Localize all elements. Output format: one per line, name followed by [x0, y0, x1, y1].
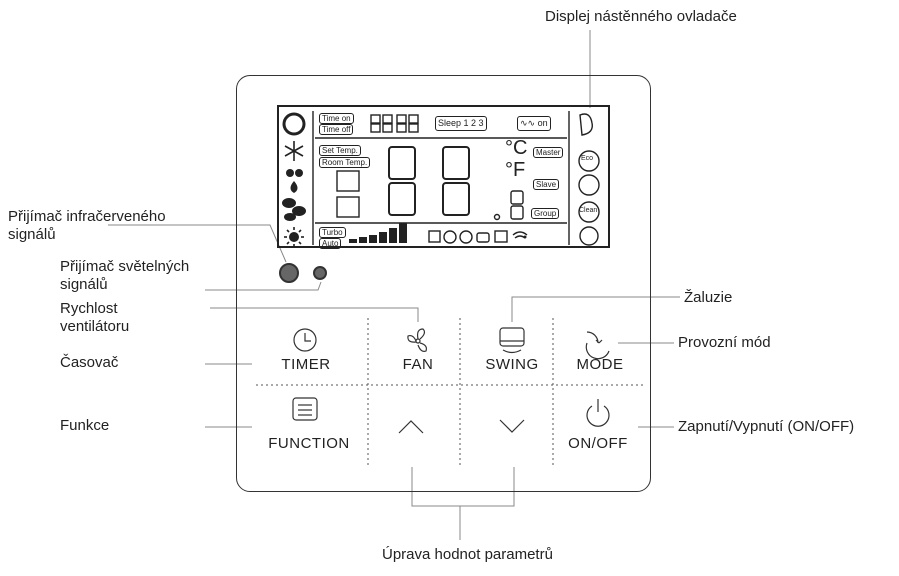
mode-cycle-icon — [585, 331, 610, 360]
lcd-clean: Clean — [579, 207, 598, 214]
lcd-wave-on: ∿∿ on — [517, 116, 551, 131]
lcd-turbo: Turbo — [319, 227, 346, 238]
label-adjust: Úprava hodnot parametrů — [382, 546, 553, 563]
lcd-sleep: Sleep 1 2 3 — [435, 116, 487, 131]
down-button[interactable] — [490, 410, 534, 444]
lcd-graphics — [282, 111, 600, 247]
lcd-slave: Slave — [533, 179, 560, 190]
label-fan-speed: Rychlost ventilátoru — [60, 300, 130, 335]
lcd-eco: Eco — [581, 155, 594, 162]
function-button[interactable]: FUNCTION — [268, 435, 350, 452]
leader-adjust-bracket — [411, 467, 515, 507]
lcd-time-off: Time off — [319, 124, 354, 135]
label-on-off: Zapnutí/Vypnutí (ON/OFF) — [678, 418, 855, 435]
label-ir-receiver: Přijímač infračerveného signálů — [8, 208, 166, 243]
label-function: Funkce — [60, 417, 110, 434]
lcd-fahrenheit: °F — [505, 159, 526, 181]
label-timer: Časovač — [60, 354, 119, 371]
lcd-sleep-label: Sleep — [438, 118, 462, 128]
lcd-time-on: Time on — [319, 113, 354, 124]
louvre-icon — [499, 327, 525, 354]
wall-controller-panel — [236, 75, 651, 492]
leader-swing — [511, 296, 680, 322]
leader-ir — [108, 224, 287, 263]
lcd-set-temp: Set Temp. — [319, 145, 361, 156]
label-swing: Žaluzie — [684, 289, 733, 306]
leader-fan — [210, 307, 419, 322]
menu-icon — [292, 397, 318, 421]
lcd-display: Time on Time off Sleep 1 2 3 ∿∿ on Set T… — [277, 105, 610, 249]
lcd-group: Group — [531, 208, 560, 219]
lcd-celsius: °C — [505, 137, 528, 159]
lcd-sleep-levels: 1 2 3 — [463, 118, 484, 128]
light-receiver-sensor — [313, 266, 327, 280]
label-mode: Provozní mód — [678, 334, 771, 351]
lcd-master: Master — [533, 147, 564, 158]
arrow-down-icon — [499, 419, 525, 433]
ir-receiver-sensor — [279, 263, 299, 283]
swing-button[interactable]: SWING — [485, 356, 539, 373]
title-label: Displej nástěnného ovladače — [545, 8, 737, 25]
arrow-up-icon — [398, 420, 424, 434]
lcd-auto: Auto — [319, 238, 342, 249]
lcd-on-label: on — [537, 118, 548, 128]
leader-light — [205, 281, 322, 291]
up-button[interactable] — [390, 410, 434, 444]
timer-button[interactable]: TIMER — [281, 356, 331, 373]
fan-icon — [407, 328, 427, 352]
on-off-button[interactable]: ON/OFF — [568, 435, 628, 452]
label-light-receiver: Přijímač světelných signálů — [60, 258, 190, 293]
lcd-room-temp: Room Temp. — [319, 157, 371, 168]
clock-icon — [293, 328, 317, 352]
power-icon — [586, 399, 610, 427]
mode-button[interactable]: MODE — [576, 356, 624, 373]
fan-button[interactable]: FAN — [402, 356, 434, 373]
